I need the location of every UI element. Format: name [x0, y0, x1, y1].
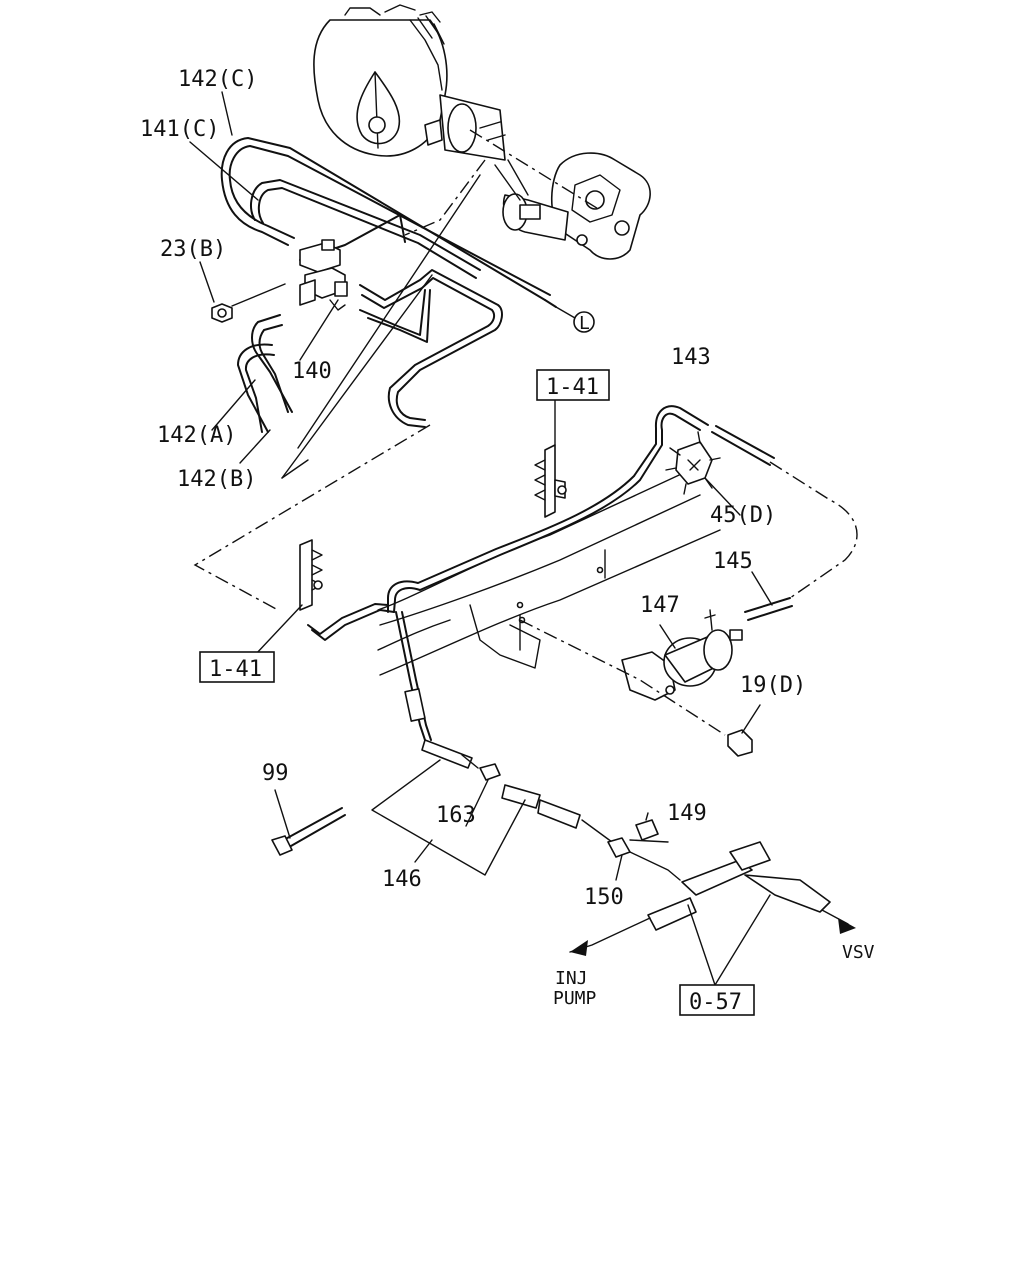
label-inj: INJ [555, 968, 588, 989]
ref-1-41-top: 1-41 [546, 375, 599, 400]
clamp-45d [665, 431, 741, 516]
canister-dash-line [519, 619, 726, 736]
label-19d: 19(D) [740, 673, 806, 698]
label-142a: 142(A) [157, 423, 236, 448]
tee-junction-0-57 [569, 841, 856, 986]
engine-pump-assembly [313, 4, 651, 260]
vsv-bracket-140 [299, 239, 348, 311]
label-143: 143 [671, 345, 711, 370]
clip-1-41-bottom [254, 539, 323, 656]
label-142c: 142(C) [178, 67, 257, 92]
pipe-143 [307, 405, 858, 741]
label-pump: PUMP [553, 988, 597, 1009]
leaders-upper [189, 91, 481, 479]
vacuum-hoses-upper: L [220, 137, 595, 433]
label-141c: 141(C) [140, 117, 219, 142]
label-142b: 142(B) [177, 467, 256, 492]
ref-1-41-bottom: 1-41 [209, 657, 262, 682]
ref-0-57: 0-57 [689, 990, 742, 1015]
labels: 142(C) 141(C) 23(B) 140 142(A) 142(B) 14… [140, 67, 875, 1009]
label-140: 140 [292, 359, 332, 384]
label-23b: 23(B) [160, 237, 226, 262]
clip-dash-lines [193, 424, 431, 611]
fittings-lower [271, 739, 681, 881]
label-147: 147 [640, 593, 680, 618]
pipe-145 [744, 571, 793, 621]
nut-23b [211, 283, 286, 323]
label-146: 146 [382, 867, 422, 892]
label-150: 150 [584, 885, 624, 910]
label-163: 163 [436, 803, 476, 828]
ref-box-0-57: 0-57 [679, 984, 755, 1016]
label-149: 149 [667, 801, 707, 826]
canister-147 [621, 609, 743, 701]
label-45d: 45(D) [710, 503, 776, 528]
label-99: 99 [262, 761, 289, 786]
bolt-19d [727, 704, 761, 757]
label-145: 145 [713, 549, 753, 574]
ref-box-1-41-bottom: 1-41 [199, 651, 275, 683]
callout-L: L [579, 313, 590, 334]
label-vsv: VSV [842, 942, 875, 963]
ref-box-1-41-top: 1-41 [536, 369, 610, 401]
clip-1-41-top [534, 397, 567, 518]
